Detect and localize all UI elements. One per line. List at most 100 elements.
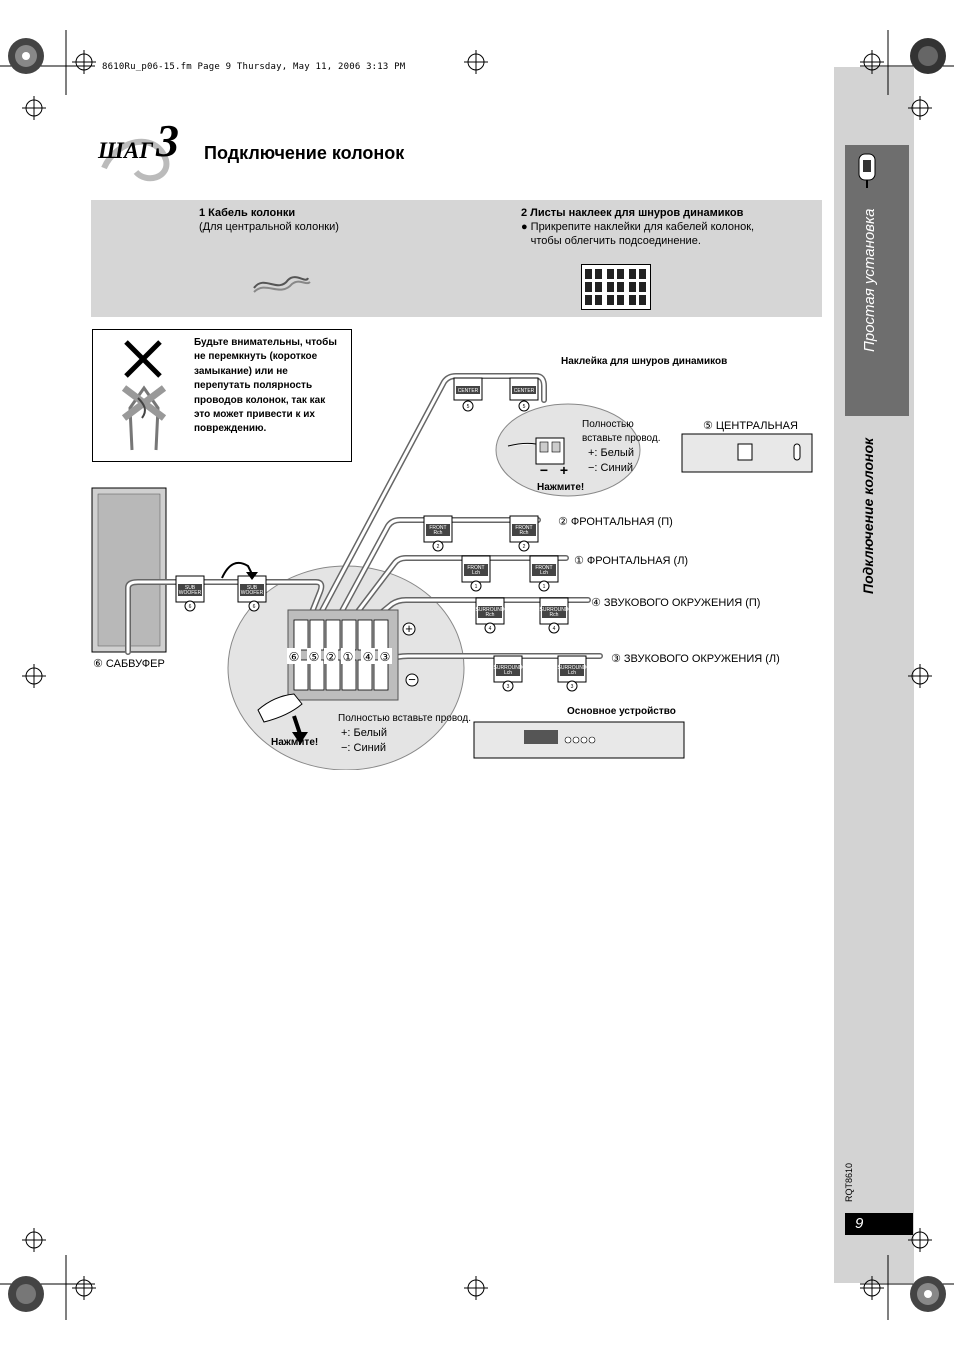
main-inset-minus: −: Синий (341, 742, 386, 754)
sidebar-section-label: Простая установка (861, 208, 878, 352)
accessory-1: 1 Кабель колонки (Для центральной колонк… (199, 206, 339, 234)
svg-text:4: 4 (489, 626, 492, 632)
svg-text:CENTER: CENTER (458, 388, 479, 394)
svg-text:SUB: SUB (247, 585, 258, 591)
wiring-diagram (91, 373, 813, 770)
svg-text:6: 6 (189, 604, 192, 610)
svg-text:CENTER: CENTER (514, 388, 535, 394)
accessory-2-bullet: Прикрепите наклейки для кабелей колонок,… (530, 221, 755, 247)
svg-text:①: ① (343, 650, 354, 664)
center-inset-line2: вставьте провод. (582, 433, 661, 444)
file-meta-line: 8610Ru_p06-15.fm Page 9 Thursday, May 11… (102, 62, 406, 72)
label-subwoofer: ⑥ САБВУФЕР (93, 658, 165, 670)
center-minus-marker: − (540, 462, 548, 478)
step-swirl-icon (101, 138, 170, 182)
svg-text:Rch: Rch (486, 612, 495, 618)
svg-text:⑤: ⑤ (309, 650, 320, 664)
svg-text:6: 6 (253, 604, 256, 610)
press-arrow-icon (292, 715, 302, 735)
page-title: Подключение колонок (204, 143, 405, 163)
plug-icon (858, 153, 876, 188)
crosshair-icon (22, 50, 932, 1300)
center-inset-minus: −: Синий (588, 462, 633, 474)
svg-text:Rch: Rch (520, 530, 529, 536)
label-front-r: ② ФРОНТАЛЬНАЯ (П) (558, 516, 673, 528)
center-plus-marker: + (560, 462, 568, 478)
svg-text:⑥: ⑥ (289, 650, 300, 664)
svg-text:5: 5 (523, 404, 526, 410)
svg-text:Lch: Lch (540, 570, 548, 576)
svg-text:4: 4 (553, 626, 556, 632)
svg-text:SUB: SUB (185, 585, 196, 591)
svg-text:5: 5 (467, 404, 470, 410)
svg-text:3: 3 (507, 684, 510, 690)
main-inset-press: Нажмите! (271, 737, 319, 748)
svg-text:②: ② (326, 650, 337, 664)
warning-cross-icon (121, 340, 167, 451)
svg-text:Lch: Lch (504, 670, 512, 676)
svg-text:2: 2 (523, 544, 526, 550)
rosette-icon (8, 38, 946, 1312)
bullet-icon: ● (521, 221, 528, 233)
speaker-cable-icon (253, 276, 311, 293)
step-word: ШАГ (98, 138, 154, 163)
svg-text:Lch: Lch (568, 670, 576, 676)
minus-marker: − (408, 672, 416, 687)
sidebar-subsection-label: Подключение колонок (860, 437, 876, 594)
center-inset-line1: Полностью (582, 419, 634, 430)
svg-text:SURROUND: SURROUND (558, 665, 587, 671)
center-inset-press: Нажмите! (537, 482, 585, 493)
svg-text:SURROUND: SURROUND (494, 665, 523, 671)
svg-text:Rch: Rch (550, 612, 559, 618)
step-number: 3 (156, 115, 179, 166)
svg-text:1: 1 (543, 584, 546, 590)
label-surround-l: ③ ЗВУКОВОГО ОКРУЖЕНИЯ (Л) (611, 653, 780, 665)
svg-text:FRONT: FRONT (515, 525, 532, 531)
accessory-1-note: (Для центральной колонки) (199, 221, 339, 233)
accessory-2-title: 2 Листы наклеек для шнуров динамиков (521, 207, 744, 219)
svg-text:FRONT: FRONT (535, 565, 552, 571)
label-front-l: ① ФРОНТАЛЬНАЯ (Л) (574, 555, 689, 567)
plus-marker: + (405, 621, 413, 636)
center-tag-2: CENTER 5 (509, 377, 539, 412)
hand-icon (257, 693, 303, 723)
accessory-1-title: 1 Кабель колонки (199, 207, 296, 219)
wrap-arrow-icon (221, 562, 253, 579)
center-inset-plus: +: Белый (588, 447, 634, 459)
sticker-label: Наклейка для шнуров динамиков (561, 356, 728, 367)
svg-text:3: 3 (571, 684, 574, 690)
svg-text:③: ③ (380, 650, 391, 664)
svg-text:Rch: Rch (434, 530, 443, 536)
svg-text:FRONT: FRONT (467, 565, 484, 571)
model-code: RQT8610 (844, 1162, 854, 1202)
label-center: ⑤ ЦЕНТРАЛЬНАЯ (703, 420, 798, 432)
svg-text:1: 1 (475, 584, 478, 590)
svg-text:Lch: Lch (472, 570, 480, 576)
sticker-sheet-icon (581, 264, 651, 310)
page-number: 9 (845, 1213, 913, 1235)
main-inset-insert: Полностью вставьте провод. (338, 713, 471, 724)
svg-text:SURROUND: SURROUND (476, 607, 505, 613)
svg-text:WOOFER: WOOFER (241, 590, 264, 596)
svg-text:WOOFER: WOOFER (179, 590, 202, 596)
svg-text:FRONT: FRONT (429, 525, 446, 531)
svg-text:2: 2 (437, 544, 440, 550)
terminal-numbers: ⑥ ⑤ ② ① ④ ③ (287, 648, 392, 664)
main-unit-label: Основное устройство (567, 706, 676, 717)
svg-text:SURROUND: SURROUND (540, 607, 569, 613)
warning-text: Будьте внимательны, чтобы не перемкнуть … (194, 337, 337, 435)
main-inset-plus: +: Белый (341, 727, 387, 739)
label-surround-r: ④ ЗВУКОВОГО ОКРУЖЕНИЯ (П) (591, 597, 761, 609)
